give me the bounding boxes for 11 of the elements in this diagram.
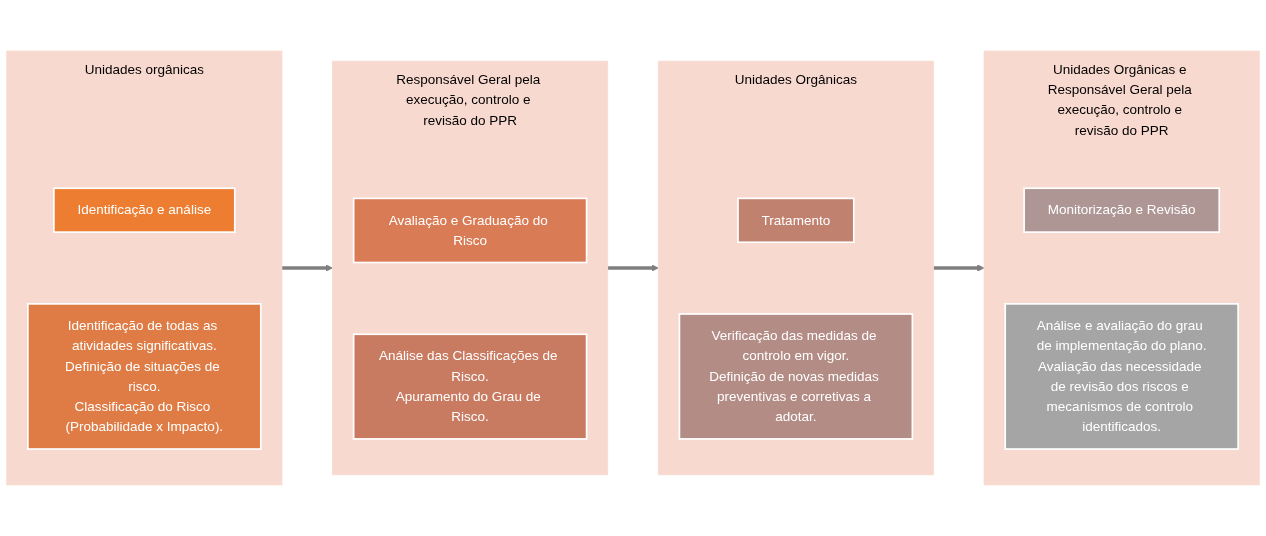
node-box: Monitorização e Revisão xyxy=(1023,187,1221,233)
node-box: Avaliação e Graduação do Risco xyxy=(352,197,588,264)
arrow xyxy=(607,264,659,272)
node-box: Verificação das medidas de controlo em vigor. Definição de novas medidas preventivas e corretivas a adotar. xyxy=(678,313,914,440)
node-box: Identificação e análise xyxy=(53,187,236,233)
node-box: Tratamento xyxy=(737,197,855,244)
arrow xyxy=(281,264,333,272)
node-box: Identificação de todas as atividades significativas. Definição de situações de risco. Classificação do Risco (Probabilidade x Impacto). xyxy=(27,303,262,450)
node-box: Análise e avaliação do grau de implementação do plano. Avaliação das necessidade de revisão dos riscos e mecanismos de controlo identificados. xyxy=(1004,303,1239,450)
node-box: Análise das Classificações de Risco. Apuramento do Grau de Risco. xyxy=(352,333,588,440)
arrow xyxy=(933,264,985,272)
